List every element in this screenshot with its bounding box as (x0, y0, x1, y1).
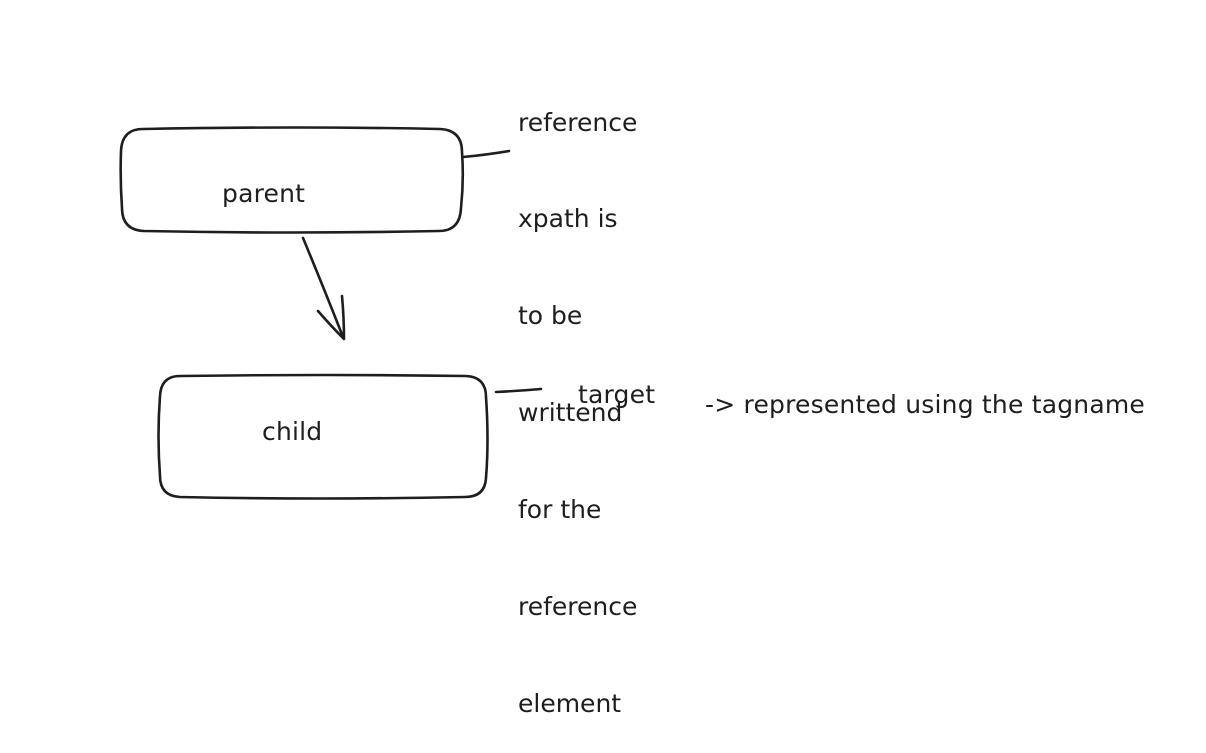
reference-note-line: for the (518, 495, 602, 525)
parent-box[interactable] (119, 126, 465, 234)
reference-note-line: reference (518, 592, 638, 622)
reference-note-line: writtend (518, 398, 623, 428)
reference-note-line: to be (518, 301, 583, 331)
target-connector-line (494, 387, 543, 394)
child-node-label: child (262, 417, 323, 446)
target-label: target (578, 380, 656, 409)
child-box[interactable] (157, 373, 489, 500)
note-connector-line (461, 149, 511, 159)
parent-child-arrow (301, 236, 345, 339)
reference-note-line: xpath is (518, 204, 618, 234)
reference-note-line: element (518, 688, 622, 718)
parent-node-label: parent (222, 179, 306, 208)
arrowhead-icon (316, 294, 346, 341)
reference-note-line: reference (518, 107, 638, 137)
target-description: -> represented using the tagname (705, 390, 1145, 419)
diagram-canvas (119, 126, 543, 500)
